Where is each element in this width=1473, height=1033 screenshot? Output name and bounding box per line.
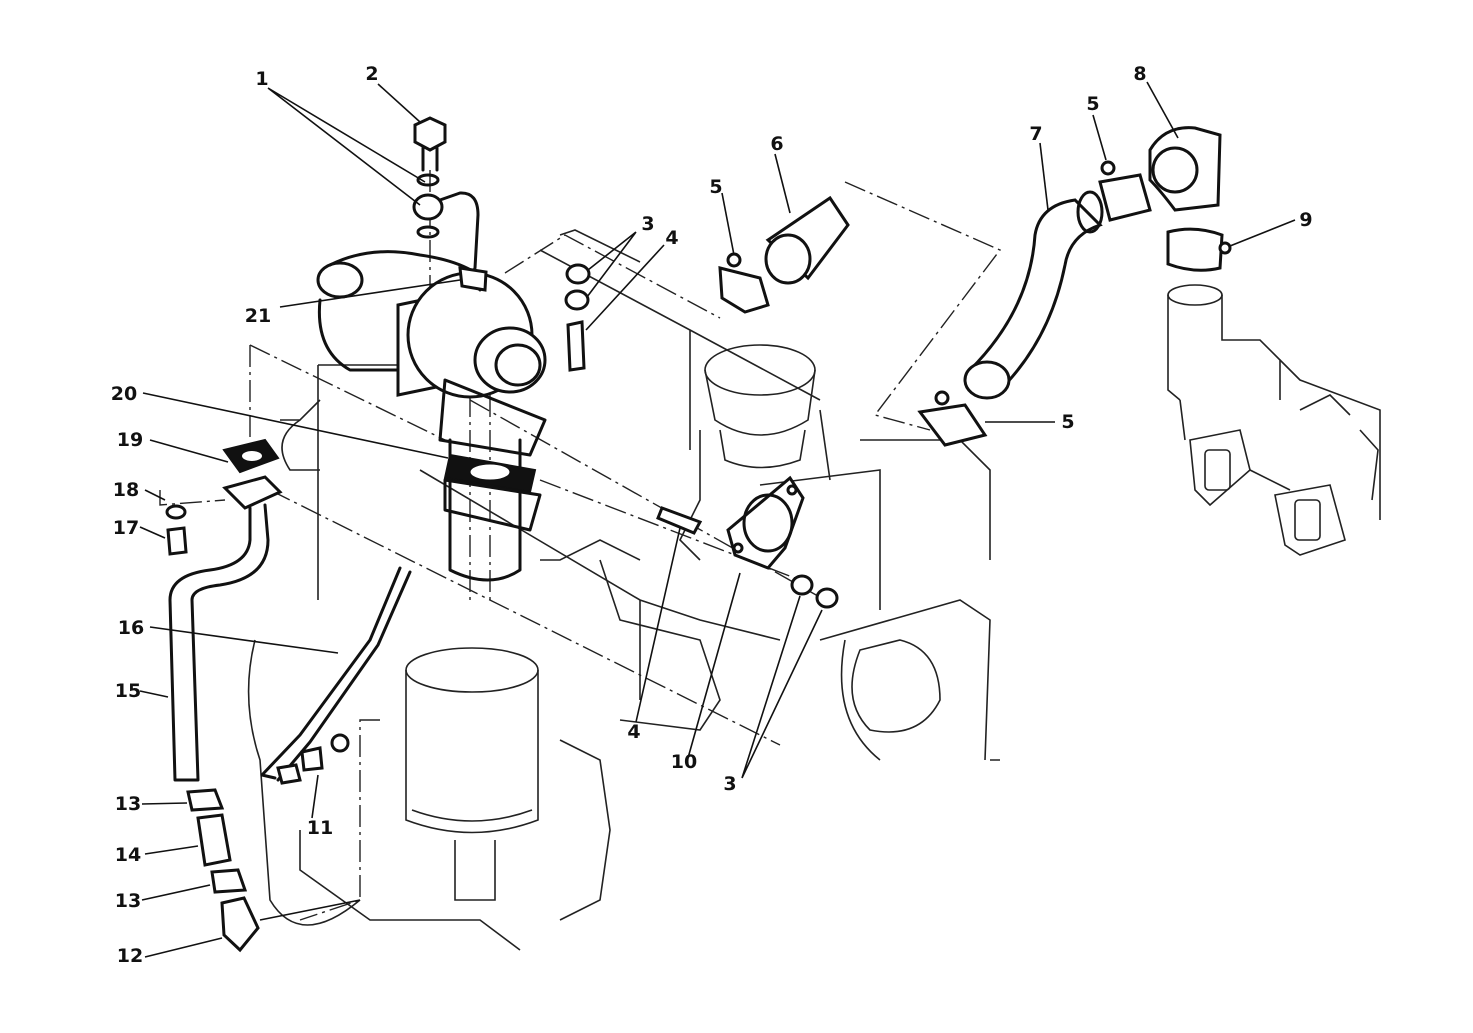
callout-3-lower: 3 bbox=[723, 773, 736, 795]
callout-3-upper: 3 bbox=[641, 213, 654, 235]
callout-19: 19 bbox=[117, 429, 143, 451]
callout-11: 11 bbox=[307, 817, 333, 839]
callout-14: 14 bbox=[115, 844, 141, 866]
callout-18: 18 bbox=[113, 479, 139, 501]
callout-12: 12 bbox=[117, 945, 143, 967]
callout-10: 10 bbox=[671, 751, 697, 773]
intake-hose-long bbox=[917, 160, 1152, 447]
callout-16: 16 bbox=[118, 617, 144, 639]
leader-lines bbox=[139, 81, 1296, 958]
callout-4-lower: 4 bbox=[627, 721, 640, 743]
callout-17: 17 bbox=[113, 517, 139, 539]
callout-15: 15 bbox=[115, 680, 141, 702]
intake-elbow bbox=[1148, 126, 1232, 272]
callout-5-left: 5 bbox=[709, 176, 722, 198]
callout-7: 7 bbox=[1029, 123, 1042, 145]
callout-2: 2 bbox=[365, 63, 378, 85]
intake-hose-short bbox=[718, 195, 850, 314]
callout-5-top: 5 bbox=[1086, 93, 1099, 115]
callout-1: 1 bbox=[255, 68, 268, 90]
turbine-gasket bbox=[443, 453, 542, 532]
exhaust-manifold bbox=[1167, 284, 1381, 556]
engine-block-outline bbox=[247, 229, 1000, 951]
exhaust-gasket bbox=[726, 475, 805, 570]
callout-4-upper: 4 bbox=[665, 227, 678, 249]
callout-13-upper: 13 bbox=[115, 793, 141, 815]
oil-drain-line bbox=[165, 438, 283, 953]
callout-6: 6 bbox=[770, 133, 783, 155]
nuts-and-studs bbox=[564, 263, 839, 609]
callout-labels: 1 2 3 3 4 4 5 5 5 6 7 8 9 10 11 12 13 13… bbox=[111, 63, 1313, 967]
callout-8: 8 bbox=[1133, 63, 1146, 85]
callout-21: 21 bbox=[245, 305, 271, 327]
callout-13-lower: 13 bbox=[115, 890, 141, 912]
callout-5-right: 5 bbox=[1061, 411, 1074, 433]
oil-feed-line bbox=[260, 566, 412, 785]
callout-20: 20 bbox=[111, 383, 137, 405]
turbocharger bbox=[316, 250, 547, 582]
banjo-bolt-assembly bbox=[412, 116, 488, 292]
callout-9: 9 bbox=[1299, 209, 1312, 231]
